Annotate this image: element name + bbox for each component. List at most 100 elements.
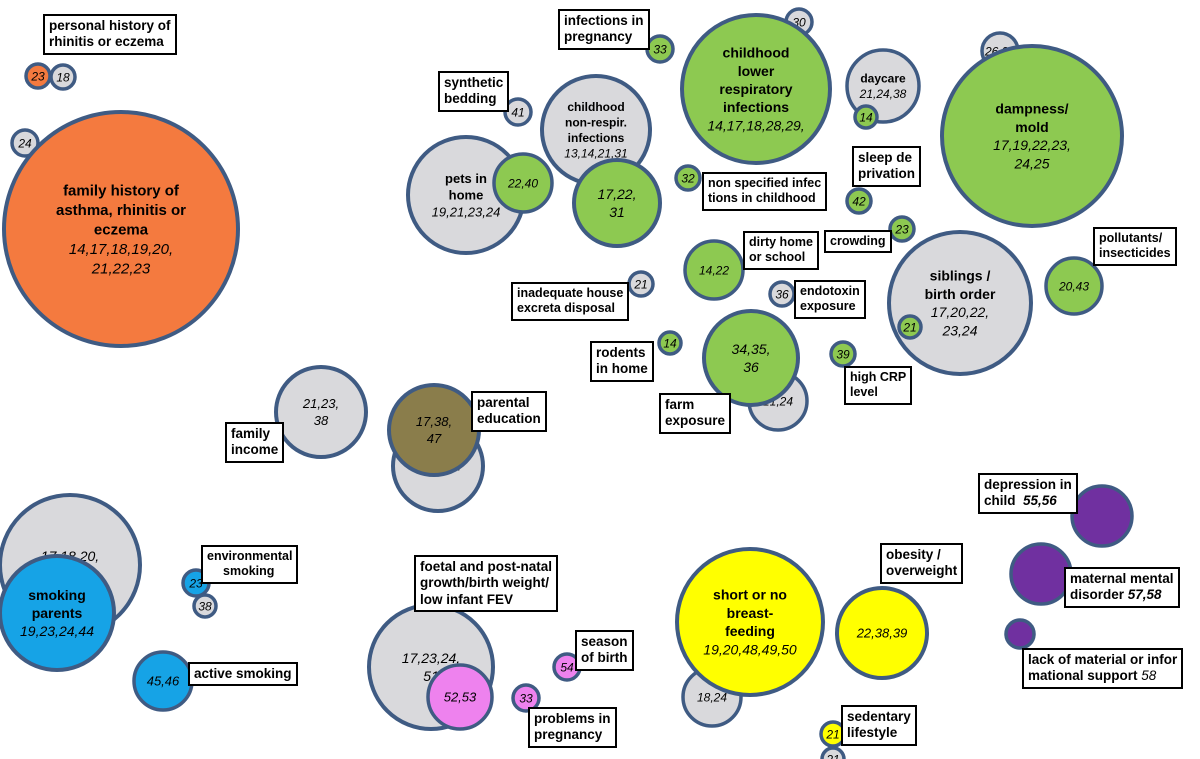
bubble-refs: 47 — [427, 431, 442, 446]
ref-bubble-21-sedentary-gray-circle — [820, 746, 846, 759]
parental-education-olive-bubble: 17,38, 47 — [387, 383, 481, 477]
bubble-refs: 34,35, — [732, 341, 771, 357]
bubble-refs: 33 — [519, 691, 533, 705]
bubble-refs: 18 — [56, 70, 70, 84]
ref-bubble-18-personal: 18 — [49, 63, 77, 91]
ref-bubble-21-siblings-circle — [897, 314, 923, 340]
obesity-bubble-circle — [835, 586, 929, 680]
bubble-label: family history of — [63, 182, 180, 199]
bubble-refs: 20,43 — [1058, 279, 1089, 293]
family-income-bubble: 21,23,38 — [274, 365, 368, 459]
foetal-growth-pink-bubble: 52,53 — [426, 663, 494, 731]
bubble-refs: 18,24 — [697, 690, 727, 704]
ref-bubble-41-synthetic-circle — [503, 97, 533, 127]
bubble-refs: 31 — [609, 204, 625, 220]
bubble-label: siblings / — [930, 268, 991, 284]
bubble-refs: 22,40 — [507, 176, 538, 190]
bubble-refs: 39 — [836, 347, 850, 361]
depression-bubble — [1070, 484, 1134, 548]
bubble-refs: 42 — [852, 194, 866, 208]
ref-bubble-24-family-circle — [10, 128, 40, 158]
label-pollutants: pollutants/insecticides — [1093, 227, 1177, 266]
bubble-refs: 23 — [30, 69, 45, 83]
breastfeeding-bubble-circle — [675, 547, 825, 697]
pets-green-bubble-circle — [492, 152, 554, 214]
bubble-refs: 23 — [188, 576, 203, 590]
parental-education-olive-bubble-circle — [387, 383, 481, 477]
bubble-refs: 33 — [653, 42, 667, 56]
bubble-label: childhood — [567, 100, 624, 114]
bubble-refs: 41 — [511, 105, 524, 119]
bubble-refs: 23,24 — [941, 322, 977, 338]
ref-bubble-33-problems-pregnancy: 33 — [511, 683, 541, 713]
label-active-smoking: active smoking — [188, 662, 298, 687]
bubble-refs: 52,53 — [444, 690, 477, 705]
bubble-label: respiratory — [719, 81, 792, 97]
infections-green-bubble: 17,22,31 — [572, 158, 662, 248]
daycare-bubble-circle — [845, 48, 921, 124]
bubble-refs: 17,23,24, — [402, 650, 460, 666]
bubble-refs: 14 — [859, 110, 873, 124]
bubble-label: birth order — [925, 286, 996, 302]
bubble-refs: 54 — [560, 660, 574, 674]
bubble-refs: 21 — [633, 277, 647, 291]
pollutants-bubble: 20,43 — [1044, 256, 1104, 316]
family-history-bubble: family history of asthma, rhinitis or ecze… — [2, 110, 240, 348]
bubble-refs: 38 — [198, 599, 212, 613]
farm-green-bubble-circle — [702, 309, 800, 407]
smoking-parents-bubble-circle — [0, 554, 116, 672]
infections-green-bubble-circle — [572, 158, 662, 248]
bubble-refs: 24 — [17, 136, 32, 150]
bubble-label: infections — [723, 99, 789, 115]
obesity-bubble: 22,38,39 — [835, 586, 929, 680]
bubble-refs: 21,22,23 — [91, 260, 151, 277]
bubble-refs: 21 — [825, 727, 839, 741]
lower-respiratory-infections-bubble: childhoodlowerrespiratoryinfections14,17… — [680, 13, 832, 165]
bubble-label: asthma, rhinitis or — [56, 202, 186, 219]
ref-bubble-36-endotoxin: 36 — [768, 280, 796, 308]
bubble-label: feeding — [725, 623, 775, 639]
ref-bubble-38-environmental-circle — [192, 593, 218, 619]
bubble-refs: 21,24,38 — [859, 87, 907, 101]
ref-bubble-23-crowding: 23 — [888, 215, 916, 243]
bubble-refs: 14 — [663, 336, 677, 350]
bubble-label: eczema — [94, 221, 149, 238]
bubble-refs: 21 — [825, 752, 839, 759]
bubble-refs: 14,22 — [699, 263, 729, 277]
bubble-refs: 24,25 — [1013, 155, 1049, 171]
bubble-label: childhood — [723, 45, 790, 61]
bubble-refs: 14,17,18,19,20, — [69, 241, 173, 258]
bubble-refs: 21 — [902, 320, 916, 334]
label-obesity: obesity /overweight — [880, 543, 964, 584]
ref-bubble-21-sedentary-yellow: 21 — [819, 720, 847, 748]
ref-bubble-18-personal-circle — [49, 63, 77, 91]
ref-bubble-21-excreta: 21 — [627, 270, 655, 298]
ref-bubble-32-circle — [674, 164, 702, 192]
siblings-bubble-circle — [887, 230, 1033, 376]
bubble-label: dampness/ — [995, 101, 1068, 117]
ref-bubble-23-personal: 23 — [24, 62, 52, 90]
dampness-mold-bubble-circle — [940, 44, 1124, 228]
bubble-refs: 45,46 — [147, 674, 180, 689]
bubble-label: parents — [32, 605, 83, 621]
bubble-refs: 17,38, — [416, 414, 452, 429]
lack-support-bubble — [1004, 618, 1036, 650]
ref-bubble-24-family: 24 — [10, 128, 40, 158]
ref-bubble-42-sleep: 42 — [845, 187, 873, 215]
bubble-refs: 23 — [894, 222, 909, 236]
